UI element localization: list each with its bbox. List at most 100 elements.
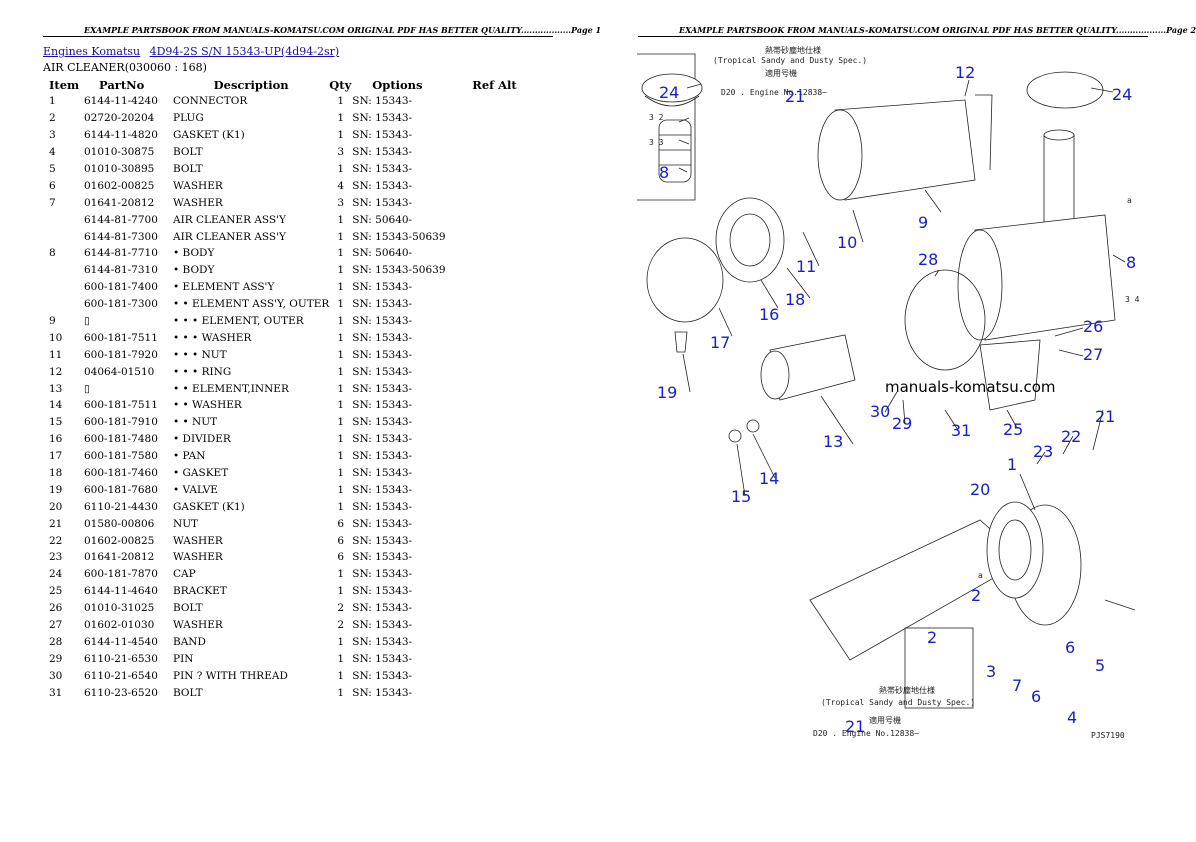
precleaner-ribs [659, 134, 691, 166]
cell-description: WASHER [173, 619, 223, 632]
cell-ref-alt [472, 127, 532, 144]
precleaner-body [658, 119, 692, 183]
cell-ref-alt [472, 431, 532, 448]
cell-item [43, 279, 84, 296]
column-header-qty: Qty [329, 77, 352, 92]
cell-description: BOLT [173, 602, 203, 615]
cell-options: SN: 15343- [352, 433, 413, 446]
arrow-a-top: a [1127, 196, 1132, 205]
cell-options: SN: 15343- [352, 95, 413, 108]
cell-ref-alt [472, 465, 532, 482]
cell-item [43, 296, 84, 313]
column-header-description: Description [213, 77, 289, 92]
cell-description: • • • ELEMENT, OUTER [173, 315, 304, 328]
cell-ref-alt [472, 397, 532, 414]
cell-qty: 1 [337, 416, 345, 429]
cell-ref-alt [472, 194, 532, 211]
cell-partno: 6144-11-4640 [84, 585, 158, 598]
cell-ref-alt [472, 363, 532, 380]
callout-20: 20 [970, 480, 990, 499]
gasket-hole [998, 519, 1032, 581]
body-right-end [957, 229, 1003, 341]
cell-qty: 6 [337, 534, 345, 547]
parts-table: Item PartNo Description Qty Options Ref … [43, 76, 532, 701]
cell-qty: 1 [337, 467, 345, 480]
cell-partno: 6110-21-6530 [84, 652, 158, 665]
cell-qty: 1 [337, 483, 345, 496]
cell-qty: 6 [337, 517, 345, 530]
callout-10: 10 [837, 233, 857, 252]
watermark: manuals-komatsu.com [885, 378, 1056, 396]
breadcrumb-link-model[interactable]: 4D94-2S S/N 15343-UP(4d94-2sr) [149, 45, 340, 58]
callout-8b: 8 [1126, 253, 1136, 272]
cell-options: SN: 15343- [352, 635, 413, 648]
callout-28: 28 [918, 250, 938, 269]
cleaner-body-end [817, 109, 863, 201]
callout-18: 18 [785, 290, 805, 309]
cell-item: 22 [49, 534, 63, 547]
cell-qty: 1 [337, 298, 345, 311]
breadcrumb-link-engines[interactable]: Engines Komatsu [43, 45, 141, 58]
cell-description: AIR CLEANER ASS'Y [173, 213, 286, 226]
cell-qty: 3 [337, 146, 345, 159]
cell-options: SN: 15343- [352, 315, 413, 328]
callout-4: 4 [1067, 708, 1077, 727]
cell-item: 20 [49, 500, 63, 513]
cell-description: CONNECTOR [173, 95, 248, 108]
cell-item: 9 [49, 315, 56, 328]
cell-partno: 6110-21-6540 [84, 669, 158, 682]
cell-ref-alt [472, 549, 532, 566]
cell-ref-alt [472, 245, 532, 262]
valve-shape [674, 331, 688, 353]
cell-partno: ▯ [84, 315, 90, 328]
cell-description: • GASKET [173, 467, 229, 480]
cell-ref-alt [472, 617, 532, 634]
spec-bottom: (Tropical Sandy and Dusty Spec.) [821, 698, 975, 707]
cell-description: • • • RING [173, 365, 232, 378]
cell-options: SN: 15343- [352, 450, 413, 463]
column-header-options: Options [372, 77, 423, 92]
cell-partno: 600-181-7920 [84, 348, 158, 361]
cell-description: • DIVIDER [173, 433, 231, 446]
cell-description: PIN ? WITH THREAD [173, 669, 288, 682]
cap-right [1026, 71, 1104, 109]
cell-options: SN: 15343- [352, 416, 413, 429]
breadcrumb: Engines Komatsu 4D94-2S S/N 15343-UP(4d9… [43, 45, 345, 58]
cell-options: SN: 15343- [352, 146, 413, 159]
ref-code: PJS7190 [1091, 731, 1125, 740]
cell-qty: 1 [337, 399, 345, 412]
cell-options: SN: 15343- [352, 281, 413, 294]
cell-qty: 1 [337, 247, 345, 260]
cell-description: CAP [173, 568, 196, 581]
cell-item: 4 [49, 146, 56, 159]
cell-ref-alt [472, 279, 532, 296]
cell-description: • • ELEMENT ASS'Y, OUTER [173, 298, 330, 311]
cell-partno: 600-181-7511 [84, 331, 158, 344]
cell-options: SN: 15343- [352, 399, 413, 412]
cell-ref-alt [472, 296, 532, 313]
cell-description: BOLT [173, 163, 203, 175]
cell-options: SN: 15343- [352, 348, 413, 361]
cell-options: SN: 15343- [352, 619, 413, 632]
cell-options: SN: 15343- [352, 331, 413, 344]
cell-qty: 1 [337, 652, 345, 665]
cell-qty: 1 [337, 669, 345, 682]
cell-options: SN: 15343- [352, 298, 413, 311]
cell-partno: 600-181-7870 [84, 568, 158, 581]
cell-description: • VALVE [173, 483, 218, 496]
table-header-row: Item PartNo Description Qty Options Ref … [43, 76, 532, 93]
cell-ref-alt [472, 600, 532, 617]
cell-ref-alt [472, 667, 532, 684]
cell-item: 23 [49, 551, 63, 564]
exploded-parts-diagram: 24 3 2 3 3 8 熱帯砂塵地仕様 (Tropical Sandy and… [637, 45, 1140, 740]
cell-options: SN: 15343-50639 [352, 230, 446, 243]
cell-qty: 1 [337, 95, 345, 108]
cell-options: SN: 15343- [352, 686, 413, 699]
